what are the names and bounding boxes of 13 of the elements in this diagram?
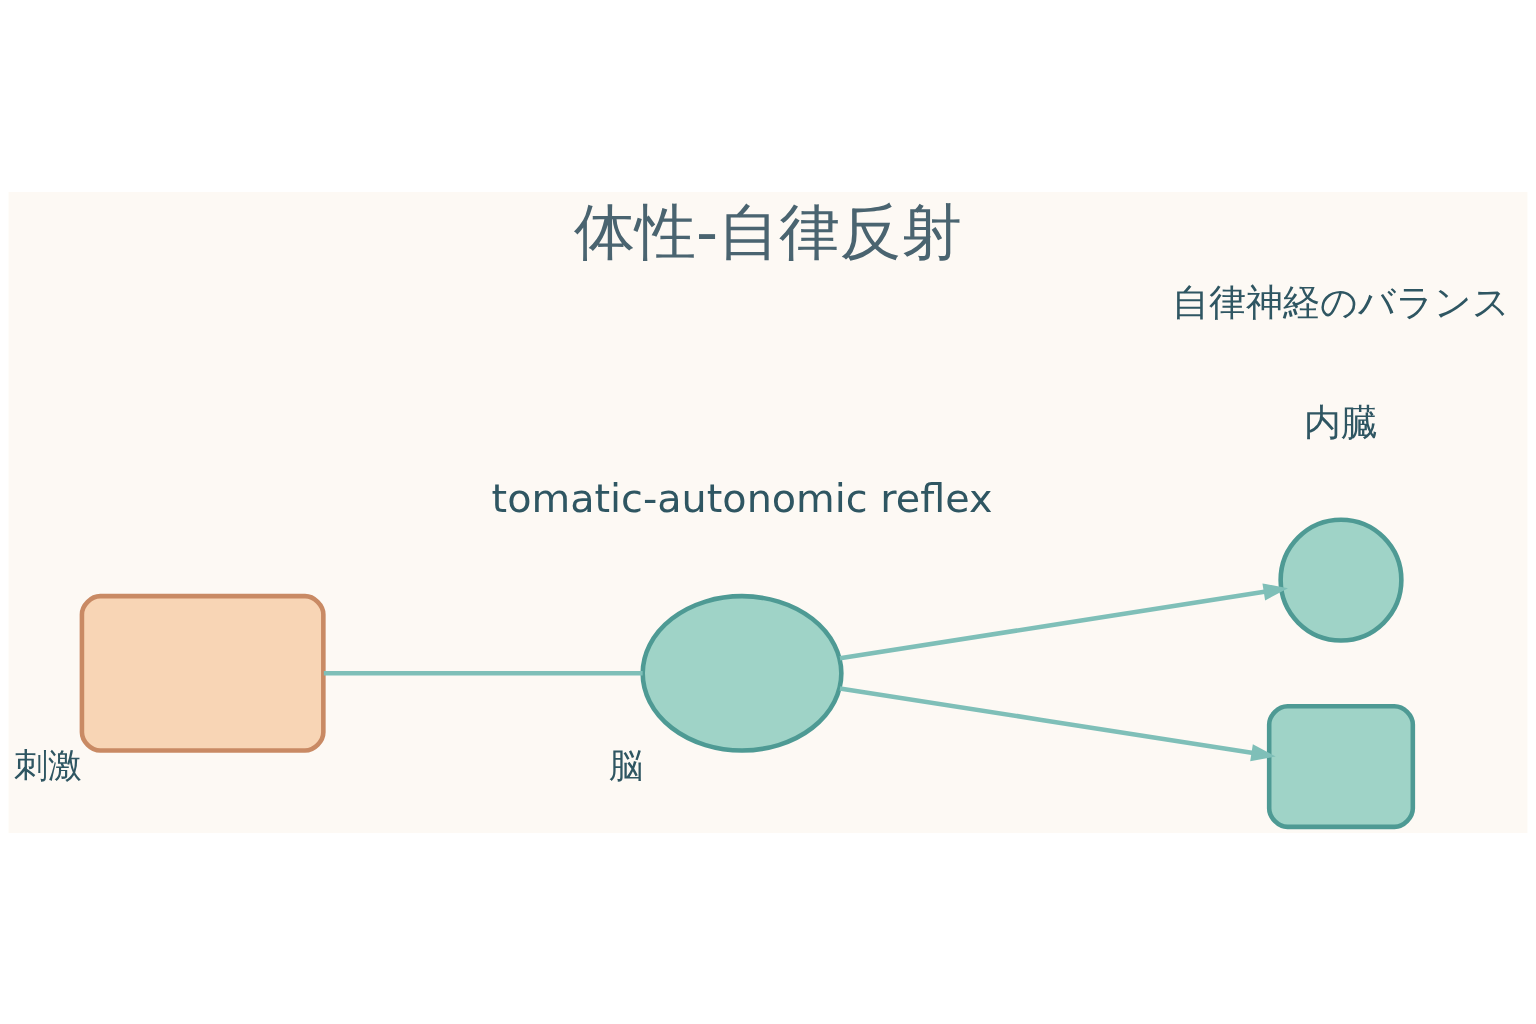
label: 自律神経のバランス <box>1172 280 1510 324</box>
node-circle <box>1278 516 1404 643</box>
node-label: 刺激 <box>14 745 83 785</box>
label: 内臓 <box>1304 400 1378 444</box>
diagram-title: 体性-自律反射 <box>573 195 963 267</box>
arrow <box>839 685 1276 761</box>
node-box <box>79 593 326 753</box>
arrow <box>839 583 1288 660</box>
connector <box>323 670 643 676</box>
label: tomatic-autonomic reflex <box>491 474 993 521</box>
node-label: 脳 <box>608 745 643 785</box>
node-cloud <box>640 593 844 753</box>
node-box <box>1266 703 1416 829</box>
